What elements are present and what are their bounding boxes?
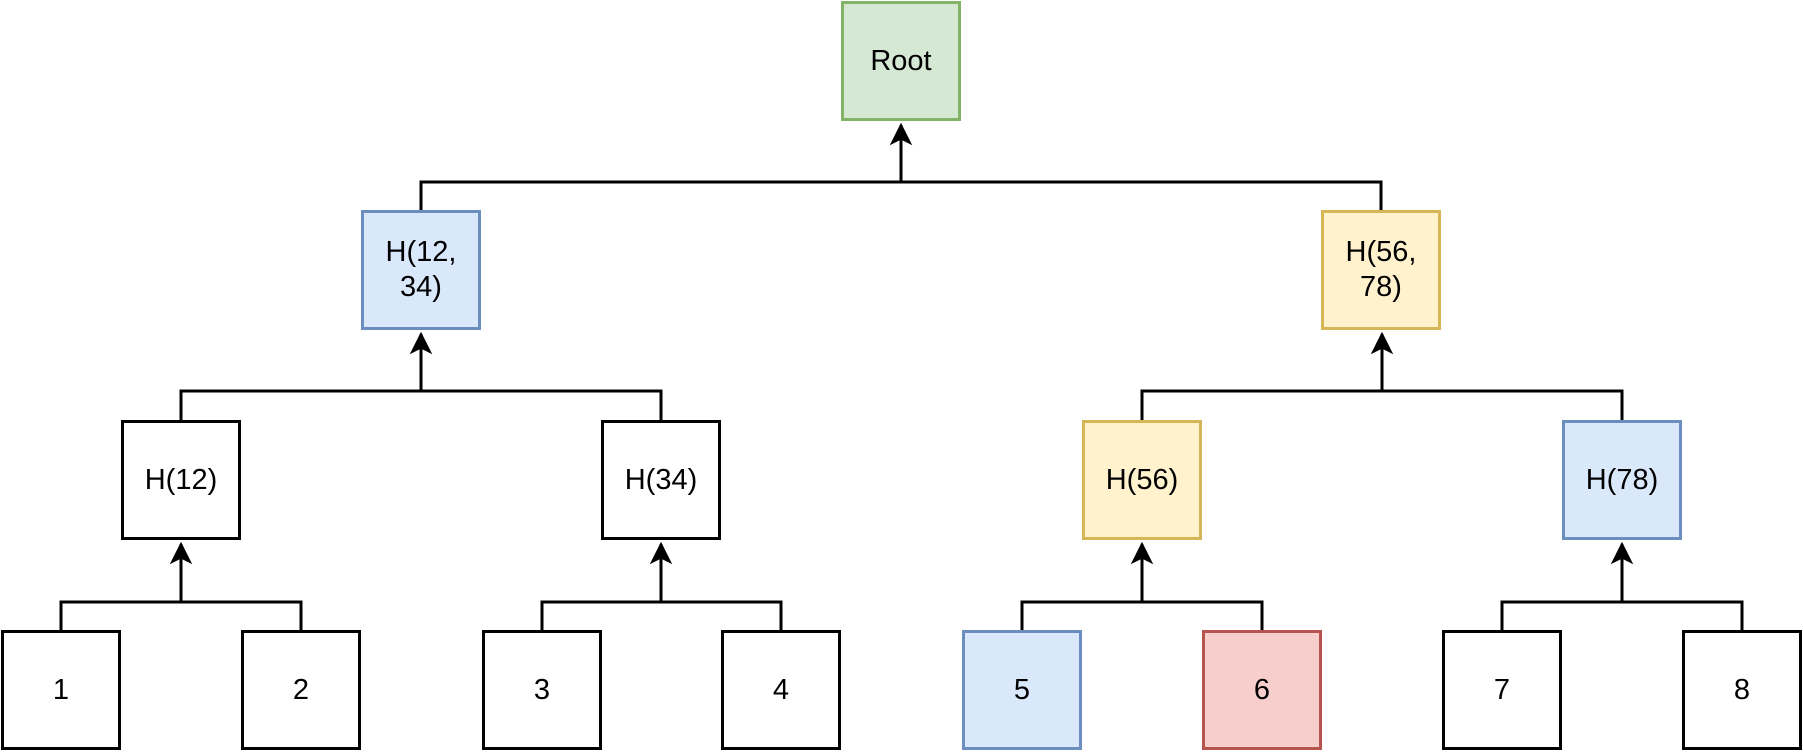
node-hash-12-34: H(12, 34): [361, 210, 481, 330]
node-leaf-7: 7: [1442, 630, 1562, 750]
node-root: Root: [841, 1, 961, 121]
connector-bus-h1234: [179, 389, 663, 420]
connector-bus-root: [419, 180, 1383, 210]
node-leaf-4: 4: [721, 630, 841, 750]
node-hash-12: H(12): [121, 420, 241, 540]
node-leaf-2: 2: [241, 630, 361, 750]
node-hash-34: H(34): [601, 420, 721, 540]
node-leaf-6: 6: [1202, 630, 1322, 750]
node-leaf-8: 8: [1682, 630, 1802, 750]
node-hash-56-78: H(56, 78): [1321, 210, 1441, 330]
node-leaf-1: 1: [1, 630, 121, 750]
node-hash-56: H(56): [1082, 420, 1202, 540]
node-leaf-3: 3: [482, 630, 602, 750]
connector-bus-h5678: [1140, 389, 1624, 420]
connector-bus-h34: [540, 600, 783, 630]
node-leaf-5: 5: [962, 630, 1082, 750]
connector-bus-h78: [1500, 600, 1744, 630]
connector-bus-h12: [59, 600, 303, 630]
connector-bus-h56: [1020, 600, 1264, 630]
node-hash-78: H(78): [1562, 420, 1682, 540]
